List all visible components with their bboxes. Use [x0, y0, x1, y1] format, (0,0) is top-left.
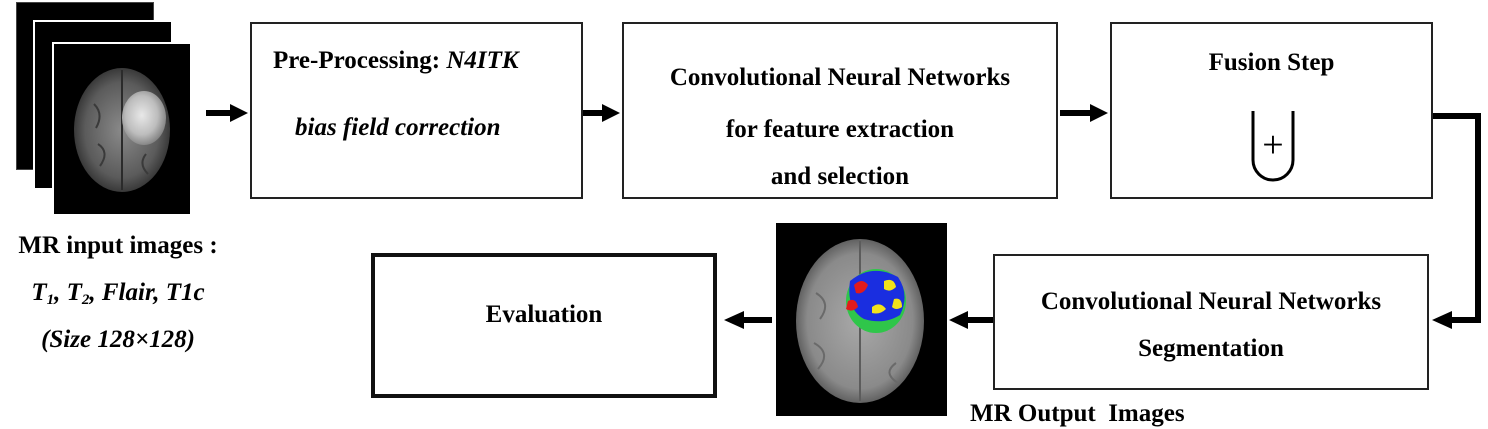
preprocessing-box [250, 22, 583, 199]
cnn-feature-line2: for feature extraction [725, 116, 955, 143]
arrow-preprocessing-to-cnn [583, 104, 620, 122]
evaluation-label: Evaluation [485, 301, 603, 328]
seq-rest: , Flair, T1c [89, 279, 205, 306]
mr-input-slice-front [52, 42, 190, 214]
seq-t2: , T [54, 279, 82, 306]
mr-output-caption: MR Output Images [970, 400, 1185, 427]
cnn-segmentation-box [993, 254, 1429, 390]
arrow-input-to-preprocessing [206, 104, 248, 122]
preprocessing-label-line: Pre-Processing: N4ITK [273, 48, 519, 73]
arrow-fusion-to-segmentation [1432, 113, 1481, 329]
fusion-label: Fusion Step [1208, 49, 1335, 76]
mr-input-caption: MR input images : [18, 232, 218, 259]
evaluation-box [371, 253, 717, 398]
mr-input-size: (Size 128×128) [41, 326, 195, 353]
seq-t2-sub: 2 [81, 292, 90, 308]
arrow-cnn-to-fusion [1060, 104, 1108, 122]
cnn-feature-line3: and selection [770, 163, 910, 190]
cnn-segmentation-line2: Segmentation [1138, 335, 1284, 362]
mr-input-brain-image [74, 68, 170, 192]
preprocessing-detail: bias field correction [295, 114, 501, 141]
cnn-feature-box [622, 22, 1058, 199]
mr-output-image [776, 223, 947, 416]
mr-input-sequences: T1, T2, Flair, T1c [0, 279, 236, 308]
preprocessing-method: N4ITK [446, 47, 519, 74]
fusion-symbol: + [1262, 124, 1284, 166]
cnn-segmentation-line1: Convolutional Neural Networks [1040, 288, 1382, 315]
cnn-feature-line1: Convolutional Neural Networks [669, 64, 1011, 91]
seq-t1: T [31, 279, 47, 306]
arrow-output-to-evaluation [724, 311, 772, 329]
mr-output-brain-image [796, 239, 924, 403]
preprocessing-label: Pre-Processing: [273, 47, 441, 74]
seq-t1-sub: 1 [46, 292, 55, 308]
arrow-segmentation-to-output [949, 311, 993, 329]
